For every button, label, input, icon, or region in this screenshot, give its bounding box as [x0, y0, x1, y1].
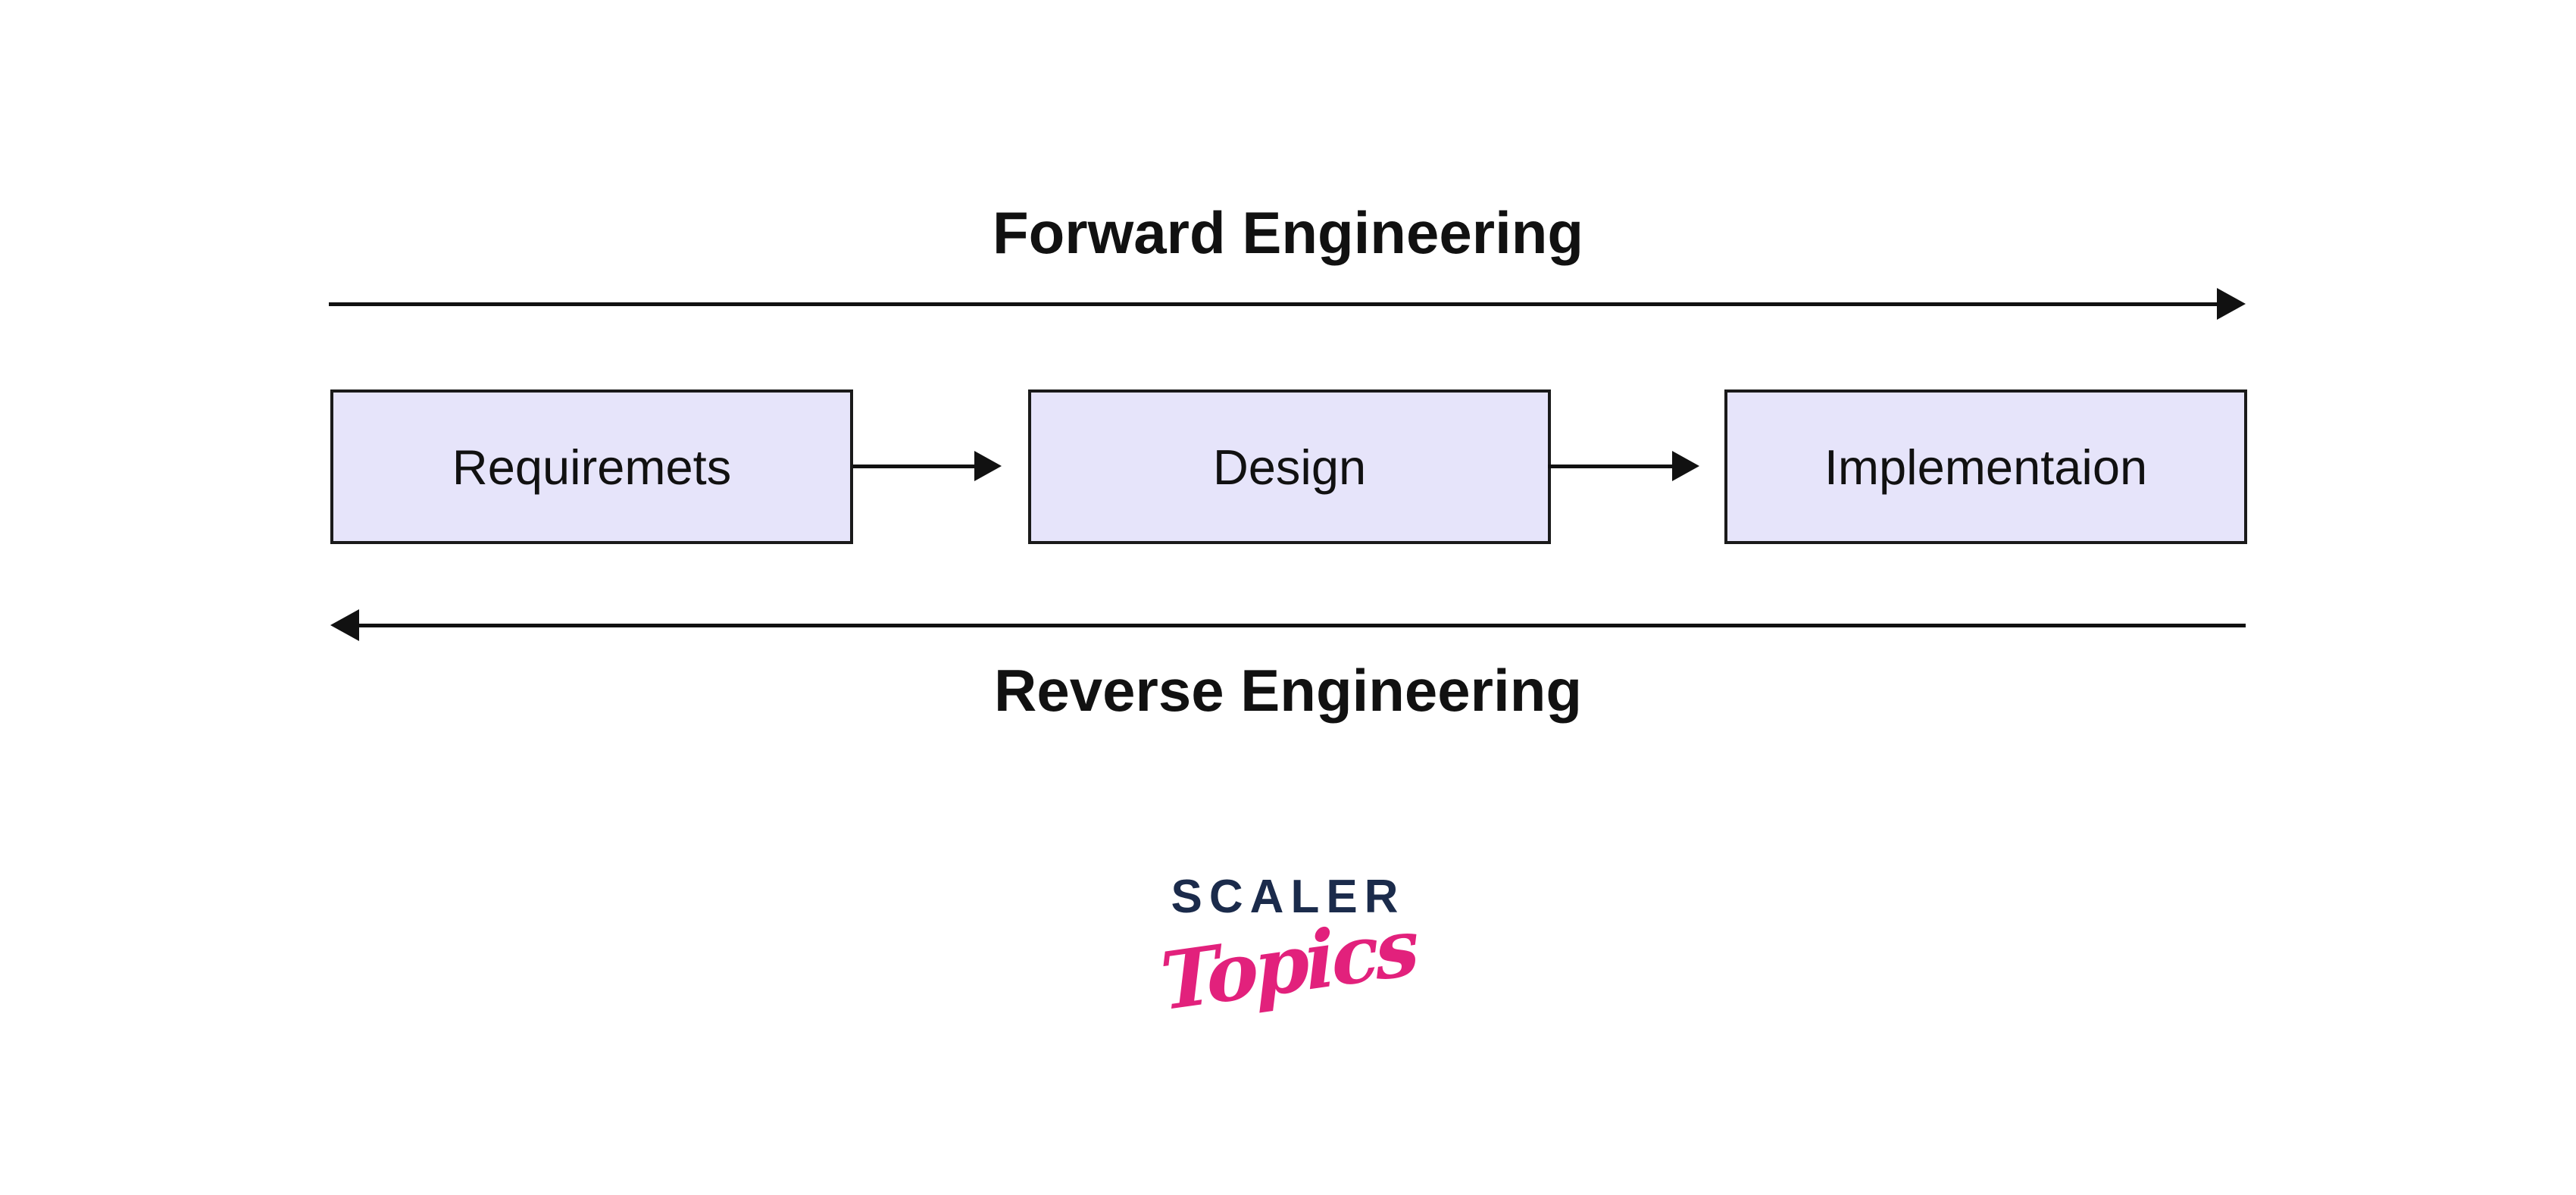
- node-design: Design: [1028, 389, 1551, 544]
- forward-engineering-label: Forward Engineering: [992, 199, 1584, 266]
- node-design-label: Design: [1212, 439, 1367, 495]
- node-implementation-label: Implementaion: [1824, 439, 2148, 495]
- arrow-design-to-implementation-line: [1548, 465, 1672, 468]
- arrow-design-to-implementation-head-icon: [1672, 451, 1699, 481]
- reverse-arrow-head-icon: [330, 609, 359, 641]
- scaler-wordmark: SCALER: [1171, 871, 1405, 923]
- node-implementation: Implementaion: [1724, 389, 2247, 544]
- reverse-engineering-label: Reverse Engineering: [994, 657, 1582, 724]
- arrow-requirements-to-design-line: [853, 465, 974, 468]
- forward-arrow-line: [329, 302, 2217, 306]
- node-requirements-label: Requiremets: [452, 439, 732, 495]
- topics-script-wordmark: Topics: [1157, 899, 1419, 1029]
- reverse-arrow-line: [359, 624, 2246, 627]
- scaler-topics-logo: SCALER Topics: [0, 870, 2576, 1029]
- node-requirements: Requiremets: [330, 389, 853, 544]
- forward-arrow-head-icon: [2217, 288, 2246, 320]
- arrow-requirements-to-design-head-icon: [974, 451, 1002, 481]
